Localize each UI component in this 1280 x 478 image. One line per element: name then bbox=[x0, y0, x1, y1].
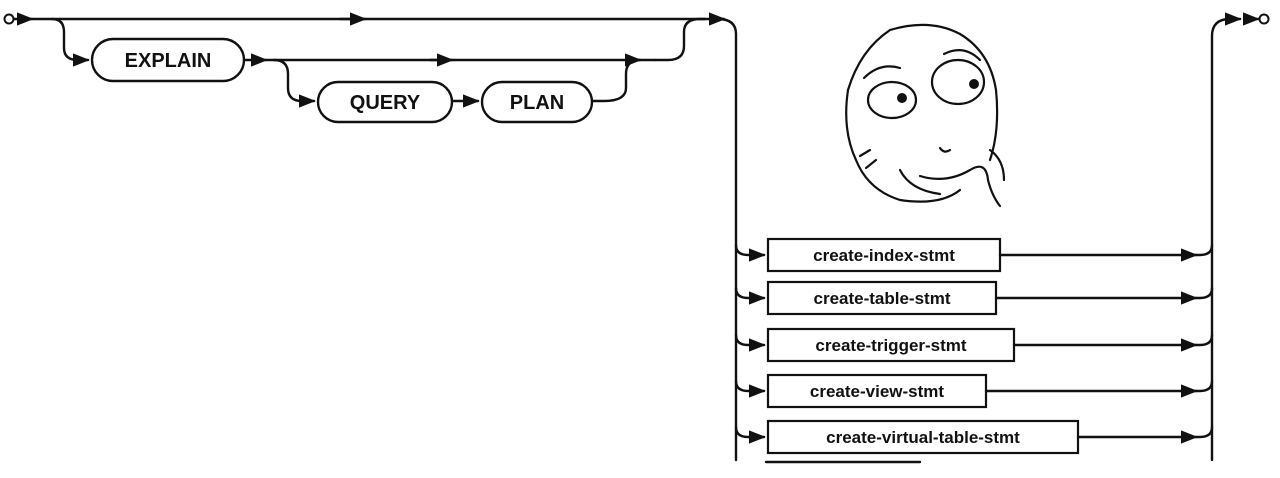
statement-label: create-trigger-stmt bbox=[815, 336, 966, 355]
statement-row-create-index-stmt: create-index-stmt bbox=[734, 237, 1214, 273]
statement-merge-line bbox=[1194, 425, 1214, 439]
query-label: QUERY bbox=[350, 92, 421, 114]
statement-entry-line bbox=[734, 425, 766, 444]
statement-box bbox=[766, 419, 1080, 455]
left-rail bbox=[716, 17, 738, 462]
statement-merge-line bbox=[1194, 286, 1214, 300]
statement-entry-line bbox=[734, 243, 766, 262]
statement-box bbox=[766, 280, 998, 316]
statement-row-create-trigger-stmt: create-trigger-stmt bbox=[734, 327, 1214, 363]
explain-branch-down bbox=[50, 17, 90, 67]
statement-row-create-virtual-table-stmt: create-virtual-table-stmt bbox=[734, 419, 1214, 455]
statement-label: create-view-stmt bbox=[810, 382, 945, 401]
statement-entry-line bbox=[734, 333, 766, 352]
start-node bbox=[3, 13, 15, 25]
explain-keyword: EXPLAIN bbox=[90, 37, 246, 83]
statement-merge-line bbox=[1194, 379, 1214, 393]
statement-label: create-index-stmt bbox=[813, 246, 955, 265]
statement-row-create-table-stmt: create-table-stmt bbox=[734, 280, 1214, 316]
statement-alternatives: create-index-stmt create-table-stmt create… bbox=[734, 237, 1214, 455]
statement-entry-line bbox=[734, 286, 766, 305]
query-branch-up bbox=[590, 53, 642, 103]
explain-label: EXPLAIN bbox=[125, 50, 212, 72]
statement-row-create-view-stmt: create-view-stmt bbox=[734, 373, 1214, 409]
right-rail bbox=[1210, 12, 1242, 462]
statement-label: create-virtual-table-stmt bbox=[826, 428, 1020, 447]
statement-label: create-table-stmt bbox=[814, 289, 951, 308]
plan-keyword: PLAN bbox=[480, 80, 594, 124]
query-keyword: QUERY bbox=[316, 80, 454, 124]
query-branch-down bbox=[272, 58, 316, 108]
statement-merge-line bbox=[1194, 243, 1214, 257]
plan-label: PLAN bbox=[510, 92, 564, 114]
explain-branch-up bbox=[653, 17, 702, 62]
statement-entry-line bbox=[734, 379, 766, 398]
statement-merge-line bbox=[1194, 333, 1214, 347]
end-node bbox=[1258, 13, 1270, 25]
thinking-face-image bbox=[845, 23, 1006, 208]
